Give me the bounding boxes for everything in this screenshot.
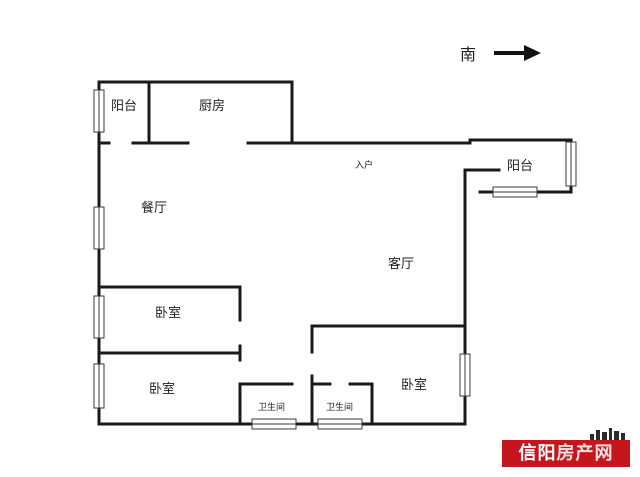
window-bedroom-2	[93, 363, 105, 409]
room-label-entrance: 入户	[355, 159, 373, 171]
window-dining	[93, 206, 105, 250]
window-bathroom-1	[251, 418, 297, 430]
room-label-balcony-right: 阳台	[507, 159, 533, 174]
room-label-dining: 餐厅	[141, 200, 167, 216]
room-label-bathroom-1: 卫生间	[258, 401, 285, 413]
skyline-icon	[590, 428, 625, 440]
interior-walls	[97, 80, 467, 426]
window-balcony-left	[93, 89, 105, 133]
outer-walls	[97, 80, 573, 426]
compass-label: 南	[460, 45, 476, 64]
window-bedroom-1	[93, 295, 105, 339]
room-label-bedroom-3: 卧室	[401, 377, 427, 393]
room-label-living: 客厅	[388, 256, 414, 272]
room-label-bathroom-2: 卫生间	[326, 401, 353, 413]
room-label-balcony-left: 阳台	[111, 99, 137, 114]
window-bathroom-2	[317, 418, 363, 430]
watermark-logo: 信阳房产网	[502, 440, 630, 467]
window-bedroom-3	[459, 353, 471, 397]
room-label-kitchen: 厨房	[199, 98, 225, 114]
room-label-bedroom-2: 卧室	[149, 381, 175, 397]
window-balcony-right-south	[565, 141, 577, 187]
arrow-right-icon	[494, 45, 541, 61]
room-label-bedroom-1: 卧室	[155, 305, 181, 321]
window-balcony-right-bottom	[492, 186, 538, 198]
